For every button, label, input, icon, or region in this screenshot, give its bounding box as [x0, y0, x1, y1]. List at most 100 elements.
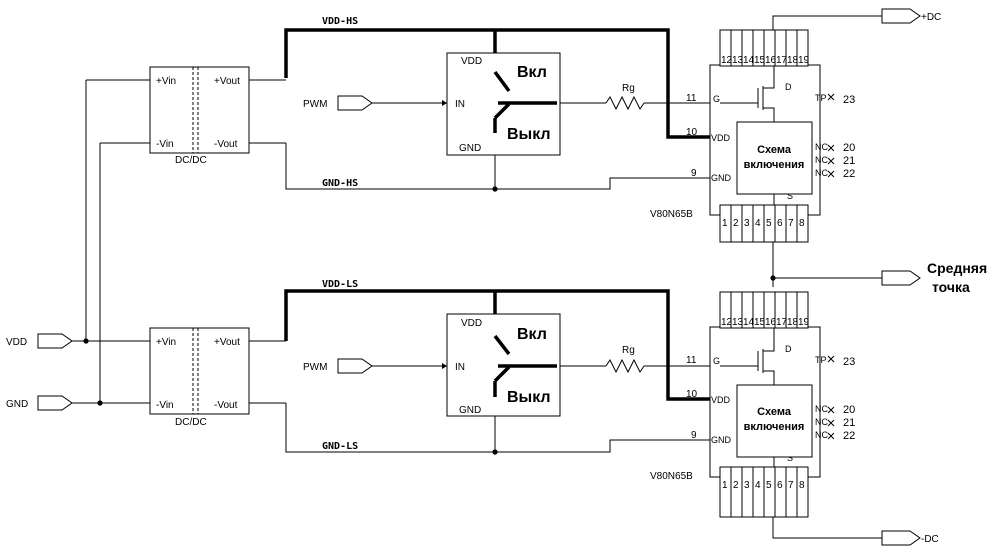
pin-number: 5 — [766, 218, 772, 229]
vin-minus-label: -Vin — [156, 139, 174, 150]
dcdc-label: DC/DC — [175, 155, 207, 166]
pin-number: 18 — [787, 317, 799, 328]
pin-number: 12 — [721, 55, 733, 66]
pin-number: 19 — [798, 55, 810, 66]
pin-21-number: 21 — [843, 417, 855, 429]
pwm-label: PWM — [303, 362, 327, 373]
pin-number: 16 — [765, 55, 777, 66]
vdd-pin-label: VDD — [711, 133, 731, 143]
module-name: V80N65B — [650, 471, 693, 482]
pin-number: 5 — [766, 480, 772, 491]
pin-23-number: 23 — [843, 94, 855, 106]
top-pin-header: 12 13 14 15 16 17 18 19 — [719, 29, 810, 67]
nc-label: NC — [815, 168, 828, 178]
pin-vdd-number: 10 — [686, 389, 698, 400]
switching-circuit-block — [736, 384, 813, 458]
pin-number: 6 — [777, 218, 783, 229]
tp-label: TP — [815, 93, 827, 103]
pin-number: 4 — [755, 480, 761, 491]
driver-vdd-label: VDD — [461, 318, 482, 329]
circuit-title-2: включения — [744, 421, 805, 433]
pin-number: 13 — [732, 55, 744, 66]
pin-number: 17 — [776, 55, 788, 66]
bottom-pin-header: 1 2 3 4 5 6 7 8 — [719, 204, 809, 243]
pin-number: 7 — [788, 218, 794, 229]
pin-number: 13 — [732, 317, 744, 328]
vout-minus-label: -Vout — [214, 139, 238, 150]
vout-minus-label: -Vout — [214, 400, 238, 411]
dcdc-label: DC/DC — [175, 417, 207, 428]
gnd-pin-label: GND — [711, 173, 732, 183]
circuit-title-1: Схема — [757, 144, 792, 156]
vdd-port-label: VDD — [6, 337, 27, 348]
pin-number: 2 — [733, 480, 739, 491]
source-label: S — [787, 191, 793, 201]
pin-23-number: 23 — [843, 356, 855, 368]
pin-22-number: 22 — [843, 168, 855, 180]
vin-plus-label: +Vin — [156, 76, 176, 87]
source-label: S — [787, 453, 793, 463]
driver-in-label: IN — [455, 362, 465, 373]
pin-gate-number: 11 — [686, 93, 697, 104]
switching-circuit-block — [736, 121, 813, 195]
gate-driver-hs: VDD IN GND Вкл Выкл — [446, 52, 561, 156]
pin-number: 3 — [744, 480, 750, 491]
gnd-port-label: GND — [6, 399, 28, 410]
driver-gnd-label: GND — [459, 405, 481, 416]
pin-20-number: 20 — [843, 142, 855, 154]
switch-on-label: Вкл — [517, 326, 547, 343]
midpoint-node: Средняя точка — [770, 242, 987, 295]
pin-gnd-number: 9 — [691, 168, 697, 179]
pin-number: 17 — [776, 317, 788, 328]
vout-plus-label: +Vout — [214, 76, 240, 87]
junction-dot — [770, 275, 776, 281]
circuit-title-2: включения — [744, 159, 805, 171]
pin-number: 7 — [788, 480, 794, 491]
pin-number: 12 — [721, 317, 733, 328]
nc-label: NC — [815, 417, 828, 427]
drain-label: D — [785, 344, 792, 354]
pin-number: 19 — [798, 317, 810, 328]
driver-vdd-label: VDD — [461, 56, 482, 67]
nc-label: NC — [815, 404, 828, 414]
vdd-hs-label: VDD-HS — [322, 16, 358, 27]
gnd-ls-label: GND-LS — [322, 441, 358, 452]
top-pin-header: 12 13 14 15 16 17 18 19 — [719, 291, 810, 329]
midpoint-label-2: точка — [932, 279, 970, 295]
rg-label: Rg — [622, 345, 635, 356]
pin-number: 14 — [743, 317, 755, 328]
vin-plus-label: +Vin — [156, 337, 176, 348]
nc-label: NC — [815, 142, 828, 152]
vout-plus-label: +Vout — [214, 337, 240, 348]
gnd-hs-label: GND-HS — [322, 178, 358, 189]
vdd-ls-label: VDD-LS — [322, 279, 358, 290]
junction-dot — [83, 338, 89, 344]
power-module-ls: 12 13 14 15 16 17 18 19 1 2 3 4 5 6 7 8 — [650, 291, 855, 518]
pin-number: 8 — [799, 480, 805, 491]
switch-off-label: Выкл — [507, 126, 551, 143]
pwm-input-hs: PWM — [303, 95, 447, 111]
minus-dc-port: -DC — [772, 517, 939, 546]
pin-number: 2 — [733, 218, 739, 229]
circuit-title-1: Схема — [757, 406, 792, 418]
junction-dot — [492, 186, 498, 192]
nc-label: NC — [815, 430, 828, 440]
pin-number: 1 — [722, 218, 728, 229]
pin-gate-number: 11 — [686, 355, 697, 366]
rg-label: Rg — [622, 83, 635, 94]
bottom-pin-header: 1 2 3 4 5 6 7 8 — [719, 466, 809, 518]
gate-resistor-ls: Rg — [560, 345, 712, 374]
gnd-input-port: GND — [6, 395, 150, 411]
pin-number: 15 — [754, 55, 766, 66]
pin-22-number: 22 — [843, 430, 855, 442]
drain-label: D — [785, 82, 792, 92]
pin-number: 1 — [722, 480, 728, 491]
plus-dc-port: +DC — [772, 8, 941, 30]
pwm-label: PWM — [303, 99, 327, 110]
dcdc-converter-ls: +Vin -Vin +Vout -Vout DC/DC — [149, 327, 250, 428]
gate-driver-ls: VDD IN GND Вкл Выкл — [446, 313, 561, 417]
pin-number: 14 — [743, 55, 755, 66]
pin-number: 3 — [744, 218, 750, 229]
switch-on-label: Вкл — [517, 64, 547, 81]
